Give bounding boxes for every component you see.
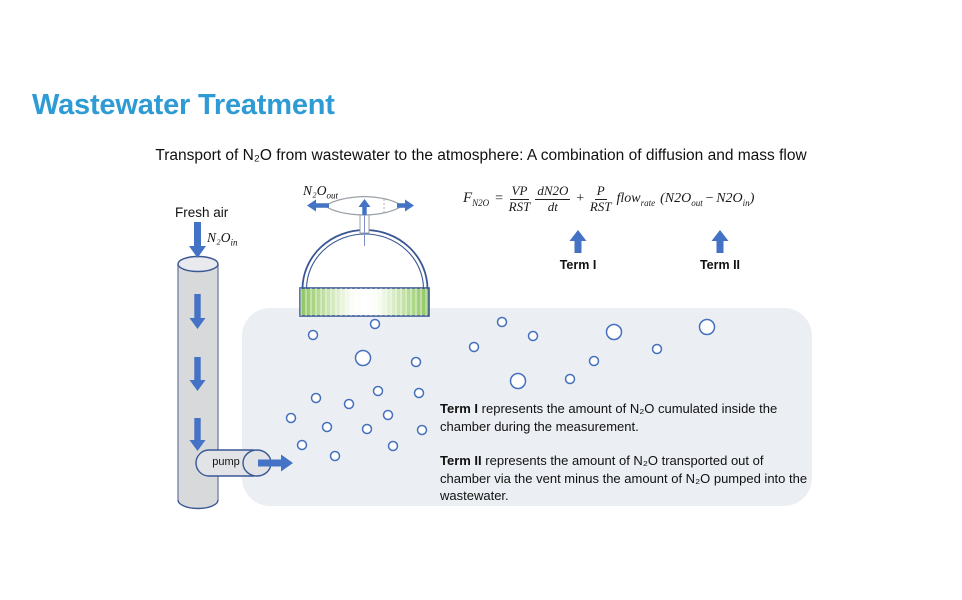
fresh-air-down-arrow <box>189 222 206 258</box>
pump-label: pump <box>212 456 240 468</box>
bubble <box>361 423 373 435</box>
concentration-difference-term: (N2Oout−N2Oin) <box>660 191 755 208</box>
term2-note: Term II represents the amount of N₂O tra… <box>440 453 808 503</box>
flow-rate-term: flowrate <box>616 191 656 208</box>
bubble <box>496 316 508 328</box>
bubble <box>321 421 333 433</box>
bubble <box>382 409 394 421</box>
bubble <box>605 323 623 341</box>
vent-left-arrow <box>307 199 329 212</box>
bubble <box>296 439 308 451</box>
cylinder-down-arrow <box>189 294 206 329</box>
term1-note: Term I represents the amount of N₂O cumu… <box>440 401 778 434</box>
bubble <box>372 385 384 397</box>
term1-up-arrow <box>569 230 587 253</box>
cylinder-opening <box>177 255 219 273</box>
cylinder-down-arrow <box>189 357 206 391</box>
bubble <box>354 349 372 367</box>
cylinder-down-arrow <box>189 418 206 451</box>
vent-up-arrow <box>358 199 371 215</box>
bubble <box>698 318 716 336</box>
formula-lhs: FN2O <box>463 190 490 209</box>
bubbles <box>285 316 716 462</box>
term1-label: Term I <box>559 258 597 272</box>
bubble <box>369 318 381 330</box>
bubble <box>410 356 422 368</box>
bubble <box>588 355 600 367</box>
term2-label: Term II <box>699 258 741 272</box>
slide-subtitle: Transport of N₂O from wastewater to the … <box>155 147 807 164</box>
cylinder-bottom <box>177 499 219 510</box>
n2o-in-label: N₂Oin <box>207 230 238 248</box>
bubble <box>413 387 425 399</box>
vent-right-arrow <box>397 199 414 212</box>
bubble <box>527 330 539 342</box>
pump <box>195 449 272 477</box>
bubble <box>564 373 576 385</box>
term2-up-arrow <box>711 230 729 253</box>
bubble <box>468 341 480 353</box>
pump-out-arrow <box>258 454 293 472</box>
flow-arrows <box>189 199 729 472</box>
page-title: Wastewater Treatment <box>32 89 335 121</box>
bubble <box>651 343 663 355</box>
n2o-out-label: N₂Oout <box>303 183 338 201</box>
bubble <box>329 450 341 462</box>
bubble <box>285 412 297 424</box>
bubble <box>509 372 527 390</box>
bubble <box>387 440 399 452</box>
wastewater-pool <box>242 308 812 506</box>
bubble <box>416 424 428 436</box>
bubble <box>310 392 322 404</box>
fresh-air-label: Fresh air <box>175 205 229 220</box>
bubble <box>343 398 355 410</box>
bubble <box>307 329 319 341</box>
